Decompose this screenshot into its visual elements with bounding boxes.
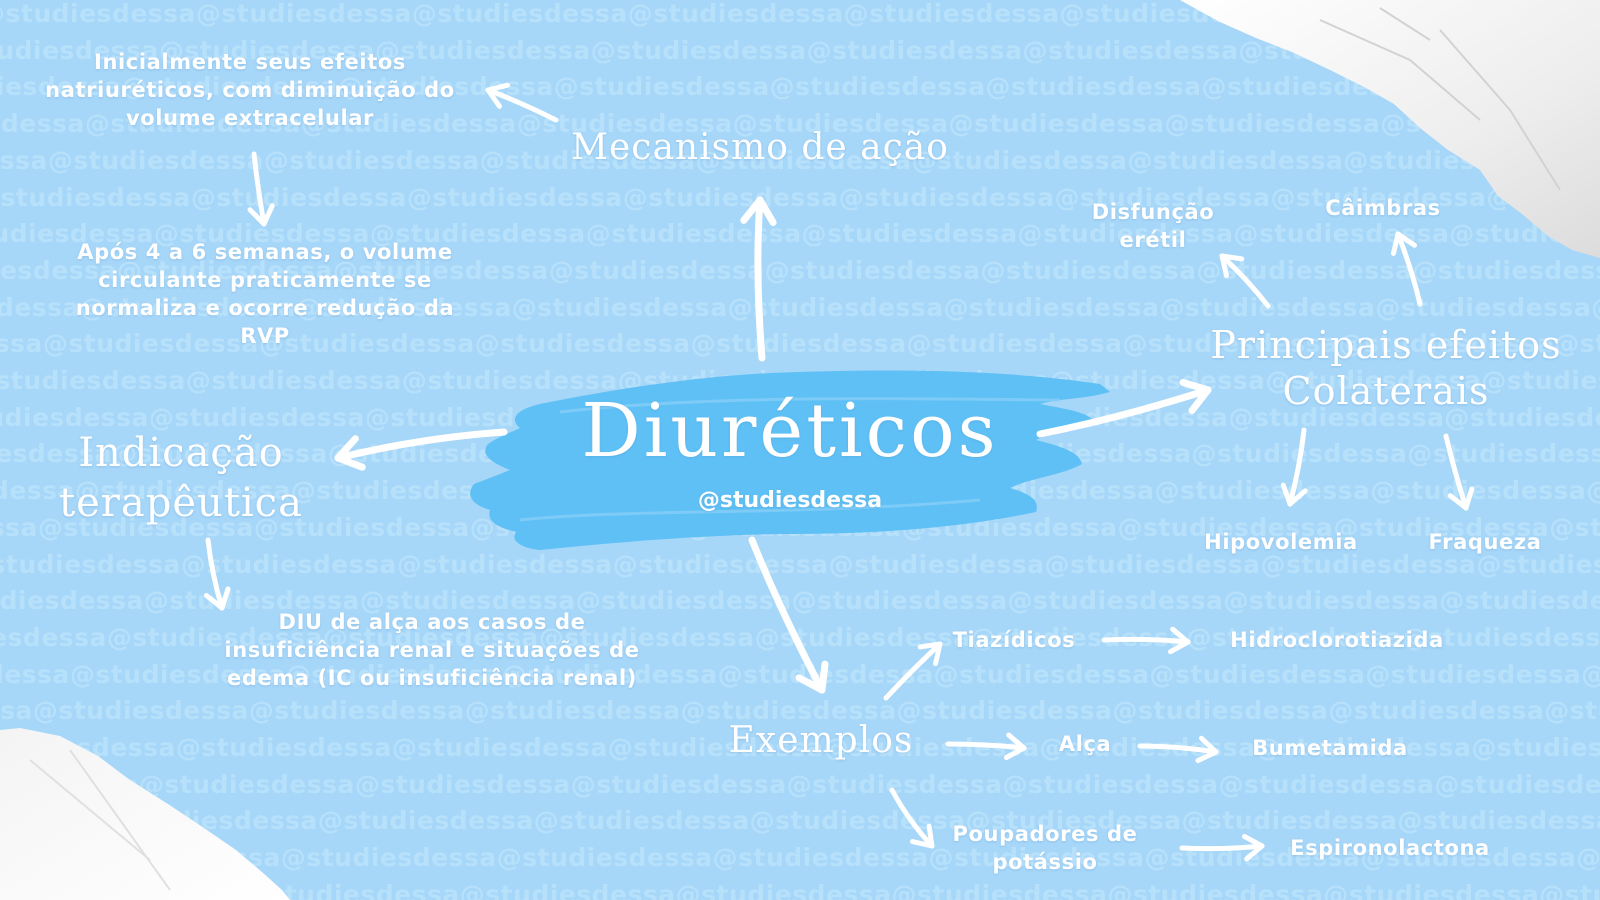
mecanismo-title: Mecanismo de ação [571,127,949,168]
arrow-to-fraqueza [1443,433,1475,511]
efeito-disfuncao-eretil: Disfunção erétil [1091,200,1215,252]
paper-corner-top-right [1180,0,1600,258]
indicacao-title: Indicação terapêutica [59,430,303,526]
efeito-fraqueza: Fraqueza [1428,530,1542,554]
classe-poupadores: Poupadores de potássio [952,822,1138,874]
mecanismo-note-inicial: Inicialmente seus efeitos natriuréticos,… [45,50,455,130]
arrow-to-disfuncao [1219,253,1271,309]
arrow-to-exemplos [748,536,829,694]
arrow-to-hipovolemia [1280,427,1308,507]
arrow-to-alca [945,732,1027,761]
exemplos-title: Exemplos [728,720,914,761]
arrow-to-indicacao [334,428,508,471]
arrow-to-caimbras [1390,231,1423,307]
central-handle: @studiesdessa [697,488,883,513]
indicacao-note: DIU de alça aos casos de insuficiência r… [224,610,640,690]
arrow-to-tiazidicos [883,641,943,701]
arrow-to-note-inicial [485,82,559,123]
arrow-to-mecanismo [740,196,777,362]
efeito-hipovolemia: Hipovolemia [1204,530,1358,554]
arrow-to-efeitos [1036,379,1212,438]
efeitos-title: Principais efeitos Colaterais [1210,323,1562,413]
arrow-to-poupadores [889,787,935,849]
arrow-to-indicacao-note [203,537,231,611]
arrow-alca-drug [1137,735,1219,764]
droga-hidroclorotiazida: Hidroclorotiazida [1230,628,1444,652]
arrow-poupadores-drug [1179,833,1265,862]
classe-tiazidicos: Tiazídicos [952,628,1076,652]
mecanismo-note-semanas: Após 4 a 6 semanas, o volume circulante … [75,240,455,348]
droga-bumetamida: Bumetamida [1252,736,1408,760]
arrow-tiazidicos-drug [1101,626,1191,655]
droga-espironolactona: Espironolactona [1290,836,1490,860]
classe-alca: Alça [1058,732,1112,756]
paper-corner-bottom-left [0,728,290,900]
central-title: Diuréticos [581,388,999,474]
arrow-note-to-semanas [247,151,275,227]
efeito-caimbras: Câimbras [1325,196,1441,220]
